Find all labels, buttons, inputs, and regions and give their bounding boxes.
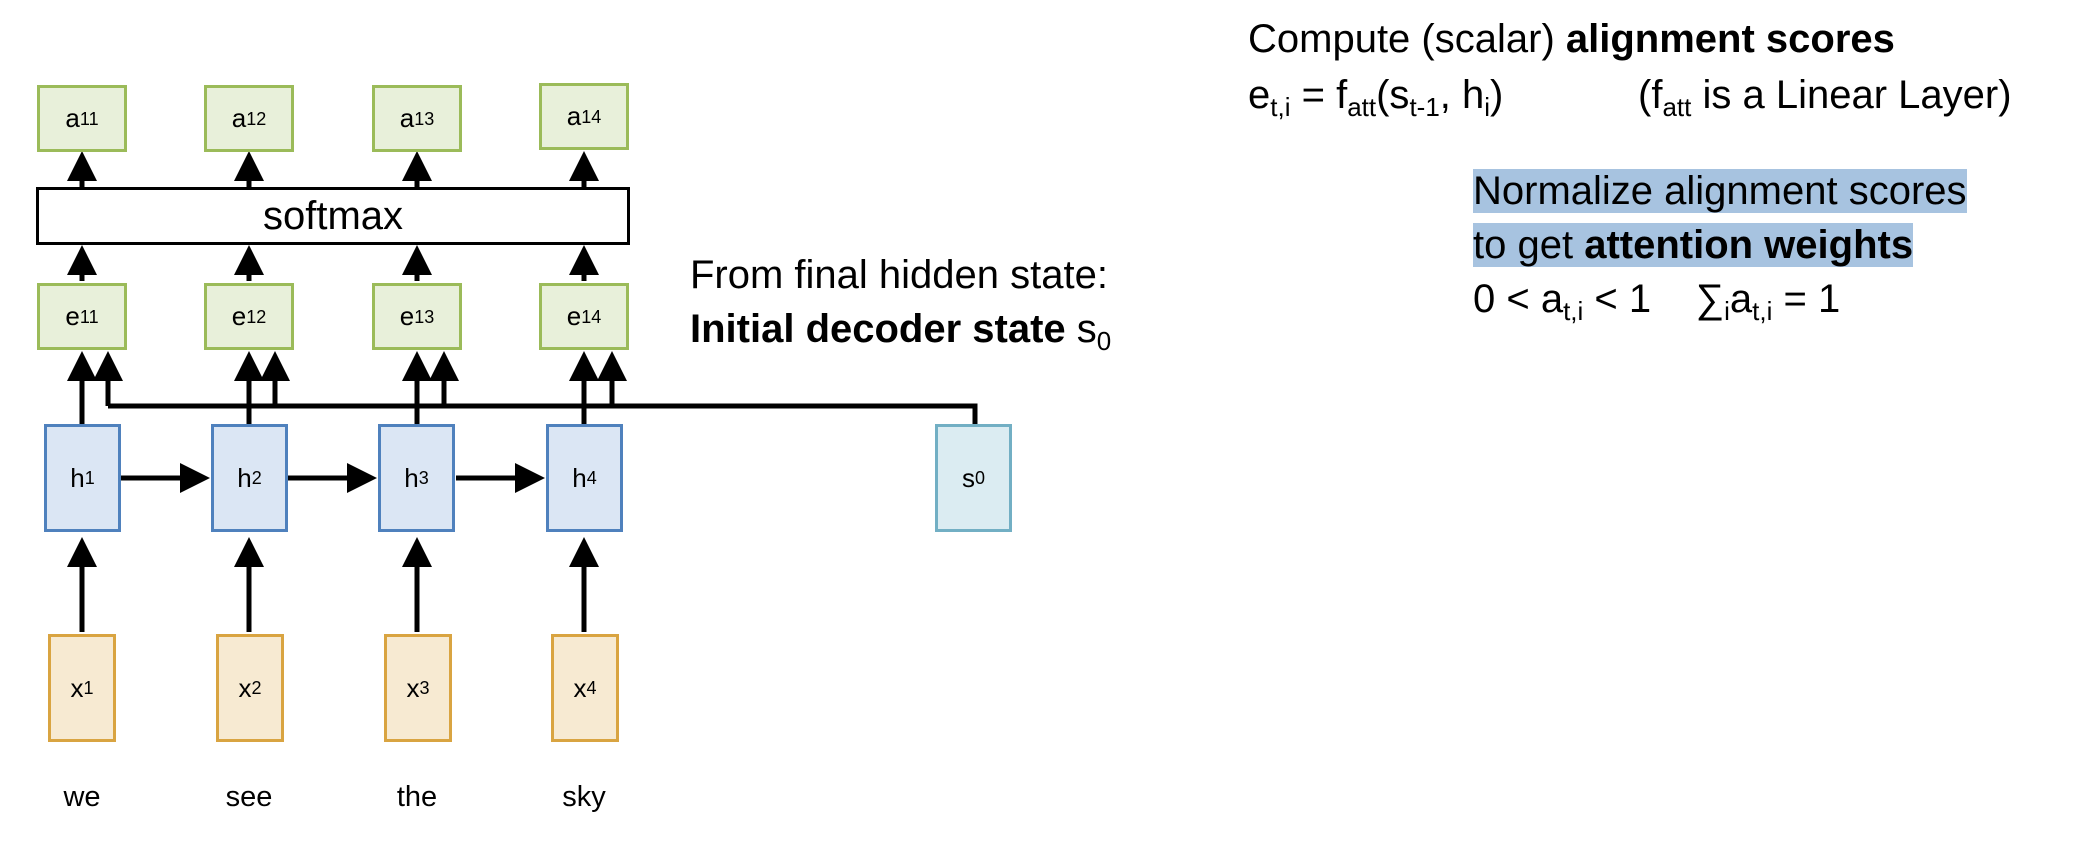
- alignment-line1: Compute (scalar) alignment scores: [1248, 17, 1895, 61]
- word-we: we: [63, 781, 101, 813]
- alignment-note: (fatt is a Linear Layer): [1638, 73, 2012, 122]
- softmax-label: softmax: [262, 193, 404, 238]
- initial-state-line1: From final hidden state:: [690, 253, 1108, 297]
- alignment-formula: et,i = fatt(st-1, hi): [1248, 73, 1504, 122]
- normalize-constraints: 0 < at,i < 1 ∑iat,i = 1: [1473, 277, 1841, 326]
- word-sky: sky: [562, 781, 606, 813]
- softmax-box: softmax: [36, 187, 630, 245]
- s0-bus-line: [108, 403, 978, 424]
- word-see: see: [225, 781, 273, 813]
- initial-state-line2: Initial decoder state s0: [690, 307, 1112, 356]
- word-the: the: [396, 781, 438, 813]
- normalize-line2: to get attention weights: [1473, 223, 1914, 267]
- normalize-line1: Normalize alignment scores: [1473, 169, 1967, 213]
